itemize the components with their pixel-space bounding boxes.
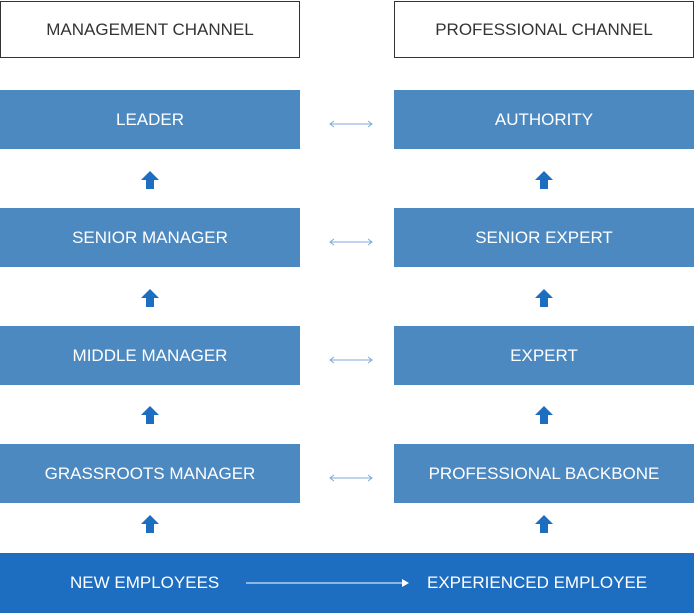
up-arrow-icon <box>535 406 553 424</box>
equivalence-arrow-icon <box>329 474 373 482</box>
professional-channel-header: PROFESSIONAL CHANNEL <box>394 1 694 58</box>
node-expert: EXPERT <box>394 326 694 385</box>
up-arrow-icon <box>141 406 159 424</box>
right-arrow-icon <box>246 579 409 587</box>
footer-bar: NEW EMPLOYEES EXPERIENCED EMPLOYEE <box>0 553 694 613</box>
footer-start-label: NEW EMPLOYEES <box>70 573 220 592</box>
equivalence-arrow-icon <box>329 356 373 364</box>
up-arrow-icon <box>141 289 159 307</box>
footer-end-label: EXPERIENCED EMPLOYEE <box>427 573 648 592</box>
node-leader: LEADER <box>0 90 300 149</box>
node-senior-manager: SENIOR MANAGER <box>0 208 300 267</box>
up-arrow-icon <box>141 171 159 189</box>
node-professional-backbone: PROFESSIONAL BACKBONE <box>394 444 694 503</box>
management-channel-header: MANAGEMENT CHANNEL <box>0 1 300 58</box>
up-arrow-icon <box>535 289 553 307</box>
equivalence-arrow-icon <box>329 120 373 128</box>
node-authority: AUTHORITY <box>394 90 694 149</box>
equivalence-arrow-icon <box>329 238 373 246</box>
node-grassroots-manager: GRASSROOTS MANAGER <box>0 444 300 503</box>
up-arrow-icon <box>535 515 553 533</box>
node-senior-expert: SENIOR EXPERT <box>394 208 694 267</box>
up-arrow-icon <box>141 515 159 533</box>
up-arrow-icon <box>535 171 553 189</box>
node-middle-manager: MIDDLE MANAGER <box>0 326 300 385</box>
